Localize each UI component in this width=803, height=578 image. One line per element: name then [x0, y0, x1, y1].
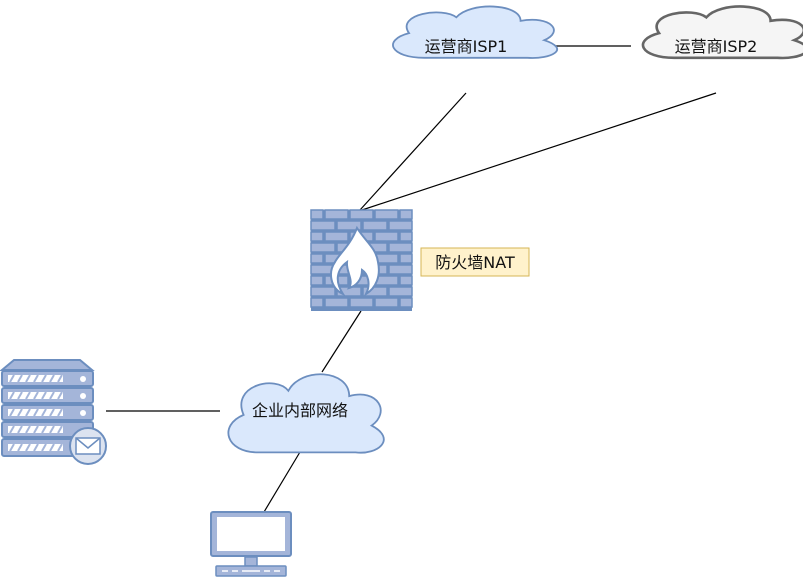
firewall-label-box — [420, 247, 530, 277]
edge-internal-workstation — [263, 451, 301, 513]
internal-network-cloud[interactable] — [228, 374, 383, 452]
isp2-label: 运营商ISP2 — [675, 37, 758, 56]
edges — [106, 45, 717, 513]
internal-network-label: 企业内部网络 — [252, 401, 348, 420]
edge-firewall-internal — [321, 310, 362, 373]
firewall-label: 防火墙NAT — [435, 253, 515, 272]
envelope-icon — [69, 427, 107, 465]
isp1-cloud[interactable] — [393, 6, 557, 58]
monitor-icon[interactable] — [210, 511, 292, 577]
edge-isp1-firewall — [359, 92, 467, 211]
flame-icon — [330, 225, 380, 297]
edge-isp2-firewall — [361, 92, 717, 211]
isp2-cloud[interactable] — [643, 6, 803, 58]
isp1-label: 运营商ISP1 — [425, 37, 508, 56]
mail-server-icon[interactable] — [0, 359, 107, 465]
firewall-icon[interactable] — [310, 209, 413, 311]
